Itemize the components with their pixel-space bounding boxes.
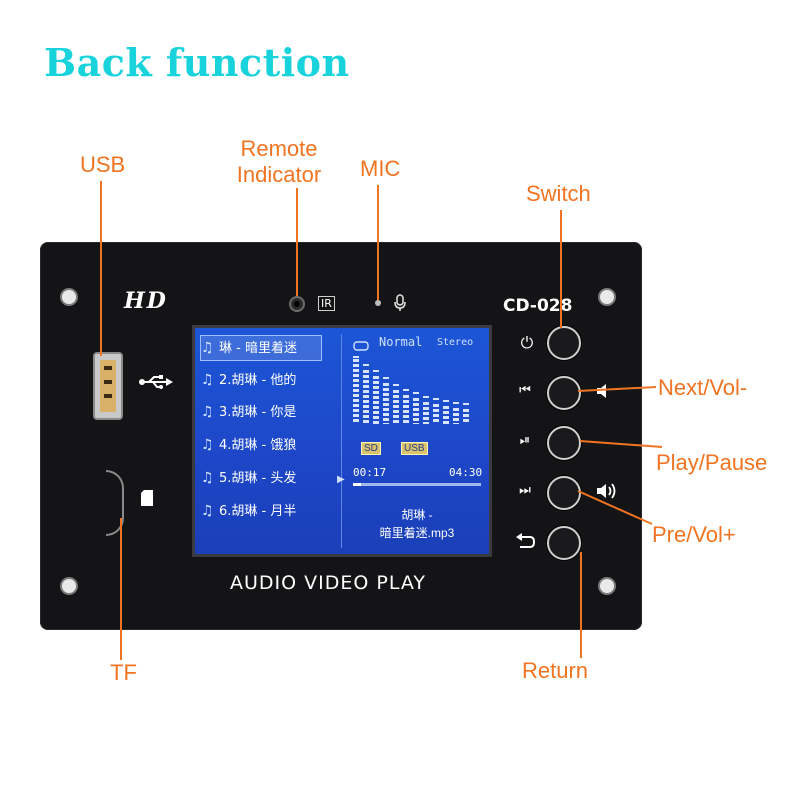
leader-line-switch (560, 210, 562, 328)
list-item[interactable]: ♫2.胡琳 - 他的 (201, 368, 321, 392)
callout-remote: Remote Indicator (232, 136, 326, 188)
callout-tf: TF (110, 660, 137, 685)
music-note-icon: ♫ (201, 372, 214, 388)
spectrum-bar (363, 370, 369, 424)
spectrum-peak (413, 392, 419, 394)
play-cursor-icon: ▶ (337, 474, 345, 485)
list-item[interactable]: ♫3.胡琳 - 你是 (201, 400, 321, 424)
play-mode: Normal (379, 335, 423, 349)
return-icon (514, 533, 536, 556)
spectrum-bar (423, 402, 429, 424)
list-item[interactable]: ♫琳 - 暗里着迷 (200, 335, 322, 361)
spectrum-peak (353, 356, 359, 358)
music-note-icon: ♫ (201, 470, 214, 486)
spectrum-peak (373, 370, 379, 372)
leader-line-return (580, 552, 582, 658)
callout-return: Return (522, 658, 589, 683)
leader-line-pre-vol (577, 490, 653, 525)
callout-mic: MIC (360, 156, 401, 181)
usb-badge: USB (401, 442, 428, 455)
spectrum-peak (453, 402, 459, 404)
spectrum-bar (393, 390, 399, 424)
mount-hole (598, 577, 616, 595)
brand-logo: HD (124, 288, 168, 314)
switch-button[interactable] (547, 326, 581, 360)
model-number: CD-028 (503, 296, 573, 316)
leader-line-usb (100, 181, 102, 356)
leader-line-mic (377, 185, 379, 300)
callout-switch: Switch (526, 181, 591, 206)
page-title: Back function (44, 40, 350, 85)
lcd-screen: ♫琳 - 暗里着迷 ♫2.胡琳 - 他的 ♫3.胡琳 - 你是 ♫4.胡琳 - … (192, 325, 492, 557)
usb-port[interactable] (93, 352, 123, 420)
mic-icon (393, 294, 407, 317)
leader-line-tf (120, 518, 122, 660)
progress-bar[interactable] (353, 483, 481, 486)
board-footer-label: AUDIO VIDEO PLAY (230, 572, 426, 594)
skip-forward-icon: ⏭ (519, 483, 531, 498)
music-note-icon: ♫ (201, 340, 214, 356)
return-button[interactable] (547, 526, 581, 560)
spectrum-peak (443, 400, 449, 402)
callout-next-vol: Next/Vol- (658, 375, 748, 400)
play-pause-button[interactable] (547, 426, 581, 460)
spectrum-peak (463, 403, 469, 405)
leader-line-play-pause (579, 440, 663, 448)
play-pause-icon: ⏯ (519, 433, 531, 448)
volume-down-icon (595, 381, 615, 406)
progress-fill (353, 483, 362, 486)
skip-back-icon: ⏮ (519, 383, 531, 398)
now-playing-file: 暗里着迷.mp3 (379, 526, 455, 540)
usb-icon (139, 374, 173, 395)
spectrum-bar (463, 409, 469, 424)
music-note-icon: ♫ (201, 404, 214, 420)
spectrum-bar (453, 408, 459, 424)
callout-usb: USB (80, 152, 126, 177)
callout-play-pause: Play/Pause (656, 450, 768, 475)
spectrum-bar (413, 398, 419, 424)
screen-divider (341, 334, 342, 548)
elapsed-time: 00:17 (353, 466, 387, 479)
spectrum-peak (433, 398, 439, 400)
spectrum-peak (403, 389, 409, 391)
sd-badge: SD (361, 442, 381, 455)
total-time: 04:30 (449, 466, 483, 479)
power-icon: ⏻ (520, 333, 534, 352)
channel-mode: Stereo (437, 337, 474, 348)
spectrum-bar (353, 359, 359, 424)
music-note-icon: ♫ (201, 503, 214, 519)
list-item[interactable]: ♫6.胡琳 - 月半 (201, 499, 321, 523)
now-playing-artist: 胡琳 - (401, 508, 433, 522)
list-item[interactable]: ♫5.胡琳 - 头发 (201, 466, 321, 490)
spectrum-peak (393, 384, 399, 386)
repeat-icon (353, 338, 369, 356)
mic-hole (375, 300, 381, 306)
spectrum-peak (383, 377, 389, 379)
mount-hole (60, 288, 78, 306)
mount-hole (60, 577, 78, 595)
spectrum-bar (443, 406, 449, 424)
ir-label: IR (318, 296, 335, 311)
mount-hole (598, 288, 616, 306)
next-vol-down-button[interactable] (547, 376, 581, 410)
sd-card-icon (141, 490, 153, 511)
volume-up-icon (595, 481, 621, 506)
leader-line-next-vol (577, 386, 657, 392)
pre-vol-up-button[interactable] (547, 476, 581, 510)
ir-receiver (289, 296, 305, 312)
callout-remote-line2: Indicator (236, 162, 322, 187)
callout-remote-line1: Remote (240, 136, 318, 161)
leader-line-remote (296, 188, 298, 296)
spectrum-analyzer (353, 356, 477, 424)
spectrum-bar (383, 383, 389, 424)
music-note-icon: ♫ (201, 437, 214, 453)
spectrum-bar (433, 404, 439, 424)
spectrum-bar (373, 376, 379, 424)
callout-pre-vol: Pre/Vol+ (652, 522, 736, 547)
spectrum-peak (363, 364, 369, 366)
spectrum-bar (403, 395, 409, 424)
list-item[interactable]: ♫4.胡琳 - 饿狼 (201, 433, 321, 457)
spectrum-peak (423, 396, 429, 398)
